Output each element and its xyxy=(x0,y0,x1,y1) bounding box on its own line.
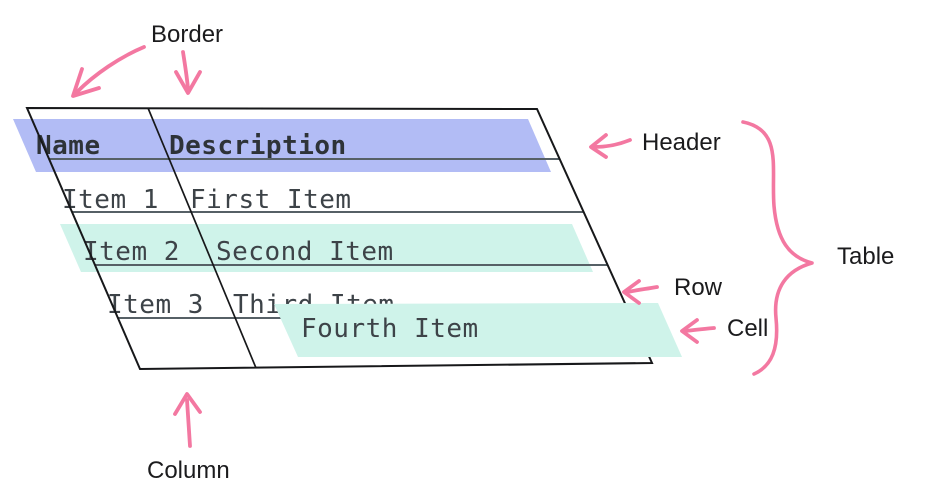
row-separator-lines xyxy=(49,158,632,319)
border-arrow-curved-head xyxy=(71,67,101,98)
cell-first-item: First Item xyxy=(190,185,352,215)
cell-item1: Item 1 xyxy=(62,185,159,215)
row-label: Row xyxy=(674,274,723,301)
cell-arrow-head xyxy=(680,318,699,344)
annotation-arrows xyxy=(71,45,814,448)
column-arrow-shaft xyxy=(185,398,192,448)
row-arrow-shaft xyxy=(626,285,659,294)
column-label: Column xyxy=(147,457,230,484)
row-arrow-head xyxy=(622,279,641,305)
column-divider-line xyxy=(147,107,257,369)
border-arrow-straight-head xyxy=(174,70,202,95)
header-cell-description: Description xyxy=(169,131,347,161)
border-arrow-straight-shaft xyxy=(181,50,190,91)
column-arrow-head xyxy=(173,392,202,416)
border-label: Border xyxy=(151,21,224,48)
cell-fourth-item: Fourth Item xyxy=(301,314,479,344)
table-outer-border xyxy=(25,106,654,371)
cell-item3: Item 3 xyxy=(107,290,204,320)
cell-highlight-band xyxy=(274,303,682,357)
header-label: Header xyxy=(642,129,721,156)
table-brace xyxy=(741,120,814,376)
border-arrow-curved-shaft xyxy=(75,45,146,94)
cell-second-item: Second Item xyxy=(216,237,394,267)
row-highlight-band xyxy=(60,224,593,272)
header-arrow-head xyxy=(589,133,608,159)
header-arrow-shaft xyxy=(592,138,632,149)
cell-item2: Item 2 xyxy=(83,237,180,267)
table-label: Table xyxy=(837,243,895,270)
cell-arrow-shaft xyxy=(684,326,716,333)
cell-label: Cell xyxy=(727,315,769,342)
